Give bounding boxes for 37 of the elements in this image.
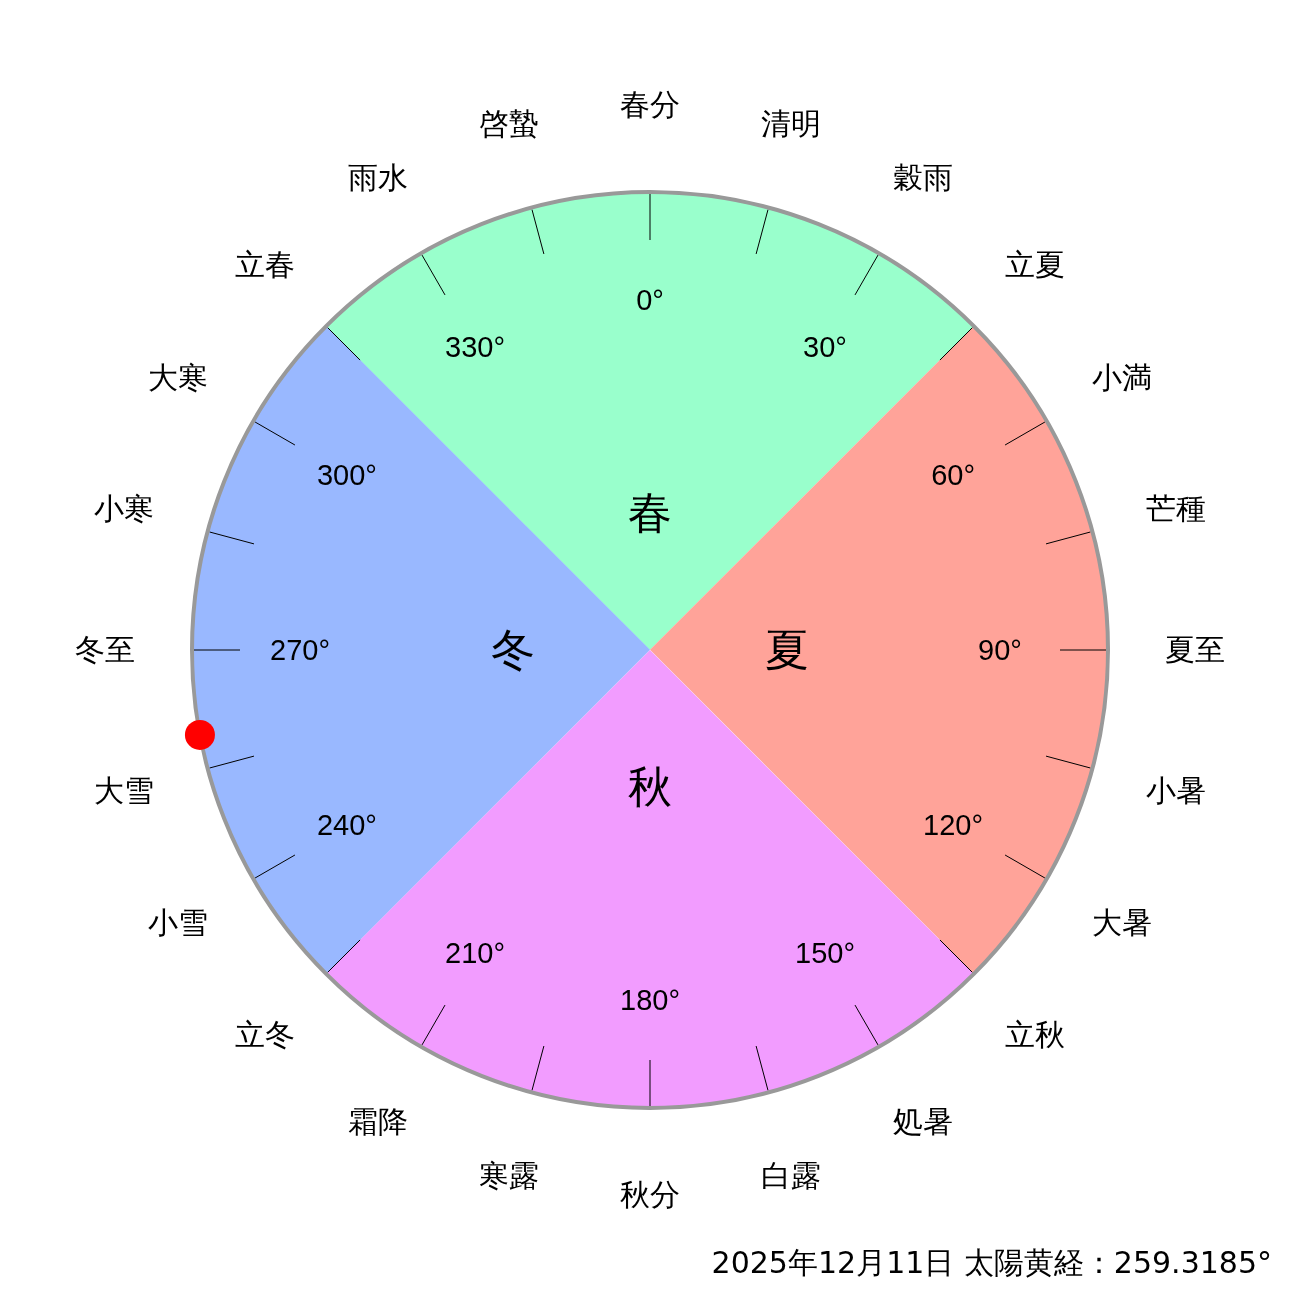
solar-term-label: 大寒 bbox=[148, 362, 208, 393]
degree-label: 120° bbox=[923, 810, 984, 840]
degree-label: 60° bbox=[931, 460, 975, 490]
solar-term-label: 小雪 bbox=[148, 907, 208, 938]
solar-term-label: 芒種 bbox=[1146, 493, 1207, 524]
degree-label: 30° bbox=[803, 332, 847, 362]
degree-label: 150° bbox=[795, 938, 855, 968]
solar-term-label: 秋分 bbox=[620, 1180, 680, 1210]
degree-label: 0° bbox=[636, 285, 664, 315]
solar-term-label: 小満 bbox=[1091, 362, 1152, 393]
season-label: 夏 bbox=[765, 628, 809, 672]
season-label: 春 bbox=[628, 491, 672, 535]
solar-term-label: 立春 bbox=[234, 249, 295, 280]
solar-term-label: 小寒 bbox=[93, 493, 154, 524]
season-label: 秋 bbox=[628, 765, 672, 809]
solar-term-label: 寒露 bbox=[478, 1161, 539, 1192]
solar-term-label: 清明 bbox=[761, 108, 822, 139]
season-label: 冬 bbox=[491, 628, 535, 672]
degree-label: 330° bbox=[445, 332, 505, 362]
solar-term-label: 立秋 bbox=[1005, 1020, 1066, 1051]
degree-label: 240° bbox=[316, 810, 377, 840]
solar-term-label: 夏至 bbox=[1165, 635, 1225, 665]
degree-label: 180° bbox=[620, 985, 680, 1015]
solar-term-label: 冬至 bbox=[75, 635, 135, 665]
date-longitude-text: 2025年12月11日 太陽黄経：259.3185° bbox=[711, 1248, 1272, 1278]
solar-term-label: 白露 bbox=[761, 1161, 822, 1192]
solar-term-label: 大雪 bbox=[93, 776, 154, 807]
degree-label: 300° bbox=[316, 460, 377, 490]
solar-term-label: 大暑 bbox=[1091, 907, 1152, 938]
degree-label: 90° bbox=[978, 635, 1022, 665]
degree-label: 270° bbox=[270, 635, 330, 665]
solar-term-label: 立冬 bbox=[234, 1020, 295, 1051]
solar-term-label: 小暑 bbox=[1146, 776, 1207, 807]
degree-label: 210° bbox=[445, 938, 505, 968]
solar-term-label: 立夏 bbox=[1005, 249, 1066, 280]
solar-term-label: 啓蟄 bbox=[478, 108, 539, 139]
solar-term-label: 春分 bbox=[620, 90, 680, 120]
